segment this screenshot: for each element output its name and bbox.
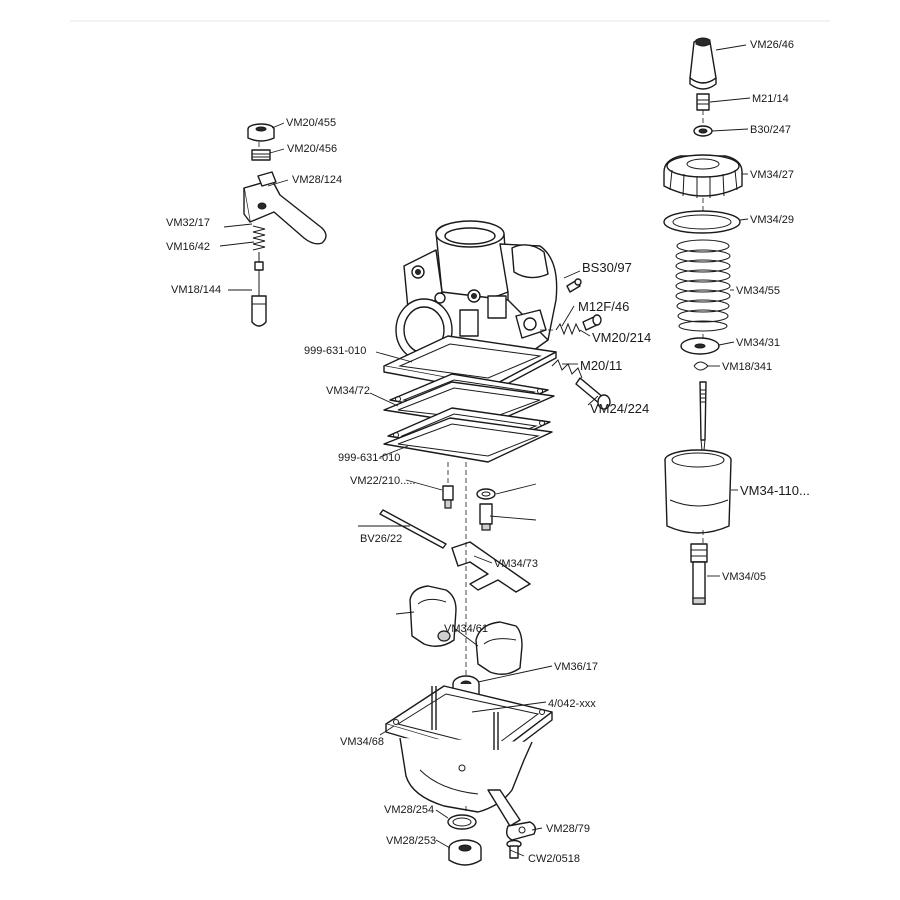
- label-4-042-xxx: 4/042-xxx: [548, 698, 596, 710]
- o-ring-VM28-254: [447, 814, 477, 830]
- float-bowl: [385, 685, 553, 827]
- label-vm20-455: VM20/455: [286, 117, 336, 129]
- label-vm34-73: VM34/73: [494, 558, 538, 570]
- slide-assembly: [663, 37, 743, 605]
- label-vm34-05: VM34/05: [722, 571, 766, 583]
- starter-plunger-assembly: [243, 123, 327, 327]
- washer-B30-247: [693, 125, 713, 137]
- label-vm34-27: VM34/27: [750, 169, 794, 181]
- cable-adjuster-cap: [689, 37, 717, 90]
- screw-CW2-0518: [506, 839, 522, 859]
- gasket-999-631-010: [383, 417, 553, 463]
- label-m12f-46: M12F/46: [578, 299, 629, 314]
- carburetor-body: [383, 220, 558, 393]
- label-vm34-68: VM34/68: [340, 736, 384, 748]
- needle-clip: [693, 361, 709, 371]
- float-arm: [451, 541, 531, 593]
- label-cw2-0518: CW2/0518: [528, 853, 580, 865]
- label-gasket-top: 999-631-010: [304, 345, 366, 357]
- label-bv26-22: BV26/22: [360, 533, 402, 545]
- label-vm34-55: VM34/55: [736, 285, 780, 297]
- drain-plug-VM28-253: [448, 839, 482, 866]
- label-vm34-72: VM34/72: [326, 385, 370, 397]
- label-vm22-210: VM22/210.....: [350, 475, 415, 487]
- label-gasket-bottom: 999-631-010: [338, 452, 400, 464]
- cap-gasket: [663, 210, 741, 234]
- float-left: [409, 585, 457, 647]
- label-m20-11: M20/11: [580, 358, 622, 373]
- leader-lines: [219, 44, 751, 857]
- label-vm18-341: VM18/341: [722, 361, 772, 373]
- needle-jet-VM34-05: [690, 543, 708, 605]
- bracket-VM28-79: [505, 821, 537, 841]
- label-vm20-214: VM20/214: [592, 330, 651, 345]
- label-vm34-31: VM34/31: [736, 337, 780, 349]
- slide-top-cap: [663, 154, 743, 198]
- label-bs30-97: BS30/97: [582, 260, 632, 275]
- label-vm28-253: VM28/253: [386, 835, 436, 847]
- label-m21-14: M21/14: [752, 93, 789, 105]
- jet-needle: [699, 381, 707, 461]
- starter-plunger: [251, 252, 267, 327]
- label-vm34-29: VM34/29: [750, 214, 794, 226]
- starter-spring: [252, 225, 266, 251]
- label-vm28-124: VM28/124: [292, 174, 342, 186]
- label-b30-247: B30/247: [750, 124, 791, 136]
- needle-retainer: [680, 337, 720, 355]
- label-vm34-61: VM34/61: [444, 623, 488, 635]
- label-vm28-79: VM28/79: [546, 823, 590, 835]
- label-vm20-456: VM20/456: [287, 143, 337, 155]
- washer: [476, 488, 496, 500]
- label-vm16-42: VM16/42: [166, 241, 210, 253]
- adjuster-nut-M21-14: [696, 93, 710, 111]
- air-screw-BS30-97: [566, 278, 582, 293]
- starter-nut: [251, 149, 271, 161]
- label-vm18-144: VM18/144: [171, 284, 221, 296]
- idle-screw-assembly: [555, 314, 602, 336]
- needle-jet: [479, 503, 493, 531]
- label-vm26-46: VM26/46: [750, 39, 794, 51]
- starter-cap: [247, 123, 275, 142]
- label-vm36-17: VM36/17: [554, 661, 598, 673]
- starter-lever: [243, 171, 327, 245]
- label-vm28-254: VM28/254: [384, 804, 434, 816]
- float-right: [475, 621, 523, 675]
- label-vm24-224: VM24/224: [590, 401, 649, 416]
- pilot-jet: [442, 485, 454, 509]
- slide-spring: [675, 239, 731, 332]
- part-labels: VM20/455 VM20/456 VM28/124 VM32/17 VM16/…: [166, 39, 810, 865]
- throttle-slide: [664, 449, 732, 534]
- float-pin: [379, 509, 447, 549]
- label-vm32-17: VM32/17: [166, 217, 210, 229]
- label-vm34-110: VM34-110...: [740, 483, 810, 498]
